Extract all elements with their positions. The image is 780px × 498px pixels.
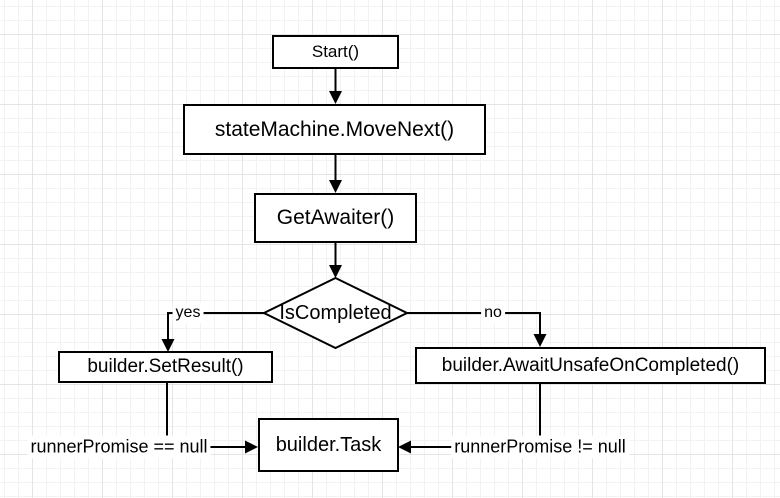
arrowhead-into-iscompleted [329,265,342,278]
arrowhead-into-movenext [329,91,342,104]
node-builder-task[interactable]: builder.Task [258,418,399,472]
arrowhead-into-setresult [161,339,175,352]
arrowhead-into-getawaiter [329,180,342,193]
node-builder-set-result[interactable]: builder.SetResult() [58,351,273,383]
edge-label-no[interactable]: no [481,303,505,323]
node-is-completed-label[interactable]: IsCompleted [279,302,392,324]
arrowhead-into-task-left [245,440,258,454]
node-builder-await-unsafe-on-completed[interactable]: builder.AwaitUnsafeOnCompleted() [415,347,766,384]
edge-no-branch[interactable] [407,312,541,334]
edge-label-runner-promise-eq-null[interactable]: runnerPromise == null [27,435,211,459]
node-get-awaiter[interactable]: GetAwaiter() [254,193,417,243]
node-start[interactable]: Start() [272,35,399,69]
edge-label-runner-promise-neq-null[interactable]: runnerPromise != null [451,435,629,459]
decision-diamond-is-completed[interactable] [261,276,410,350]
arrowhead-into-awaitunsafe [533,334,547,347]
node-state-machine-move-next[interactable]: stateMachine.MoveNext() [183,104,486,155]
edge-yes-branch[interactable] [167,312,264,339]
arrowhead-into-task-right [398,440,411,454]
edge-label-yes[interactable]: yes [172,303,204,323]
